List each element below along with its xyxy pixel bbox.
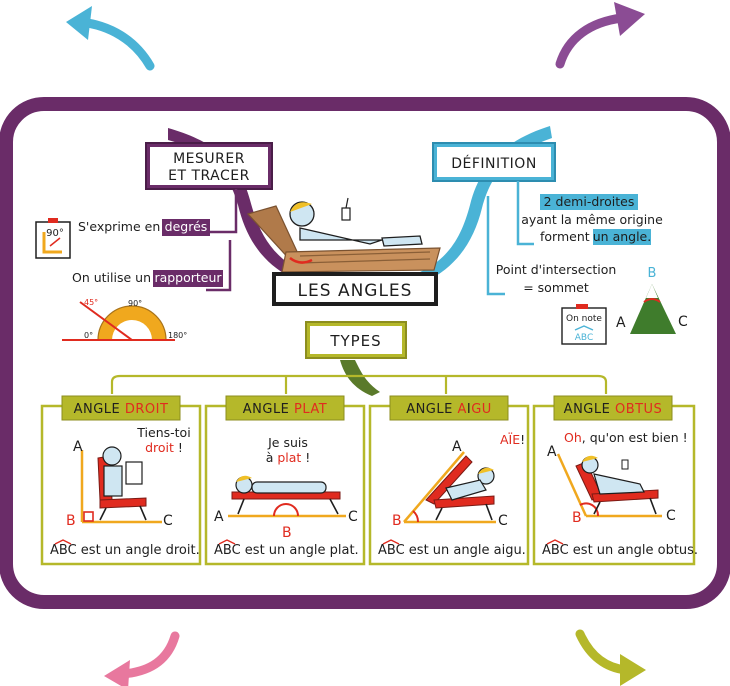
type-box-droit: ANGLE DROIT Tiens-toi droit ! A B C ABC … (40, 395, 202, 566)
type-box-plat: ANGLE PLAT Je suis à plat ! A B C ABC es… (204, 395, 366, 566)
definition-title: DÉFINITION (451, 155, 537, 172)
olive-arrow-icon[interactable] (575, 629, 646, 686)
type-obtus-bubble-post: , qu'on est bien ! (582, 430, 688, 445)
definition-point-line2: = sommet (523, 280, 589, 295)
svg-text:ANGLE DROIT: ANGLE DROIT (74, 402, 169, 417)
type-aigu-vertex-b: B (392, 513, 402, 529)
svg-text:à plat !: à plat ! (266, 450, 311, 465)
center-title: LES ANGLES (298, 281, 413, 301)
svg-text:AÏE!: AÏE! (500, 432, 525, 447)
type-obtus-title-pre: ANGLE (564, 402, 615, 417)
type-aigu-title-mid: I (467, 402, 471, 417)
type-aigu-title-hl2: GU (471, 402, 492, 417)
type-plat-caption-abc: ABC (214, 543, 241, 558)
svg-text:droit !: droit ! (145, 440, 183, 455)
type-plat-vertex-b: B (282, 525, 292, 541)
mountain-vertex-b: B (648, 266, 657, 281)
svg-text:ANGLE AIGU: ANGLE AIGU (406, 402, 492, 417)
type-aigu-bubble-hl: AÏE (500, 432, 520, 447)
center-title-group: LES ANGLES (272, 272, 438, 306)
central-deckchair-illustration (246, 197, 441, 273)
type-plat-bubble2-pre: à (266, 450, 278, 465)
type-droit-vertex-c: C (163, 513, 173, 529)
protractor-icon: 45° 90° 0° 180° (62, 298, 187, 341)
type-droit-caption: est un angle droit. (77, 543, 200, 558)
definition-point-line1: Point d'intersection (496, 262, 617, 277)
note-abc: ABC (575, 333, 593, 343)
square-90-label: 90° (46, 228, 64, 239)
type-obtus-title-hl1: O (615, 402, 626, 417)
svg-text:ANGLE PLAT: ANGLE PLAT (243, 402, 328, 417)
svg-text:ABC est un angle obtus.: ABC est un angle obtus. (542, 543, 698, 558)
svg-text:ANGLE OBTUS: ANGLE OBTUS (564, 402, 663, 417)
svg-text:Oh, qu'on est bien !: Oh, qu'on est bien ! (564, 430, 688, 445)
measure-line2-highlight: rapporteur (154, 270, 222, 285)
measure-line1-highlight: degrés (165, 219, 208, 234)
type-droit-title-pre: ANGLE (74, 402, 125, 417)
type-droit-caption-abc: ABC (50, 543, 77, 558)
type-box-obtus: ANGLE OBTUS Oh, qu'on est bien ! A B C A… (532, 395, 698, 566)
type-droit-title-hl: DROIT (125, 402, 169, 417)
svg-text:ABC est un angle plat.: ABC est un angle plat. (214, 543, 359, 558)
measure-line1-text: S'exprime en (78, 219, 160, 234)
mountain-vertex-c: C (678, 314, 688, 330)
definition-section: DÉFINITION 2 demi-droites ayant la même … (432, 142, 688, 345)
type-obtus-vertex-b: B (572, 510, 582, 526)
type-droit-vertex-b: B (66, 513, 76, 529)
protractor-90-label: 90° (128, 299, 142, 308)
type-plat-bubble2-post: ! (301, 450, 310, 465)
type-obtus-caption-abc: ABC (542, 543, 569, 558)
type-plat-bubble1: Je suis (267, 435, 308, 450)
svg-text:ABC est un angle aigu.: ABC est un angle aigu. (378, 543, 526, 558)
type-plat-vertex-a: A (214, 509, 224, 525)
type-aigu-vertex-a: A (452, 439, 462, 455)
square-90-icon: 90° (35, 218, 71, 259)
note-label: On note (566, 314, 602, 324)
type-aigu-bubble-post: ! (520, 432, 525, 447)
mountain-icon (630, 284, 676, 334)
pink-arrow-icon[interactable] (104, 631, 180, 686)
type-aigu-caption: est un angle aigu. (405, 543, 526, 558)
types-label-group: TYPES (305, 321, 407, 359)
type-obtus-vertex-a: A (547, 444, 557, 460)
type-plat-bubble2-hl: plat (277, 450, 301, 465)
type-plat-title-pre: ANGLE (243, 402, 294, 417)
type-aigu-title-pre: ANGLE (406, 402, 457, 417)
svg-text:ABC est un angle droit.: ABC est un angle droit. (50, 543, 200, 558)
definition-line3-highlight: un angle. (593, 229, 651, 244)
types-connectors (110, 374, 608, 394)
purple-arrow-icon[interactable] (555, 2, 645, 69)
definition-line3-text: forment (540, 229, 590, 244)
measure-title-line2: ET TRACER (168, 168, 250, 184)
type-aigu-title-hl1: A (457, 402, 466, 417)
type-box-aigu: ANGLE AIGU AÏE! A B C ABC est un angle a… (368, 395, 530, 566)
mountain-vertex-a: A (616, 315, 626, 331)
definition-line2: ayant la même origine (521, 212, 663, 227)
type-plat-title-hl: PLAT (294, 402, 327, 417)
protractor-180-label: 180° (168, 331, 187, 340)
measure-title-line1: MESURER (173, 151, 245, 167)
type-droit-bubble2-post: ! (174, 440, 183, 455)
types-label: TYPES (329, 332, 381, 350)
type-aigu-caption-abc: ABC (378, 543, 405, 558)
type-obtus-bubble-hl: Oh (564, 430, 582, 445)
type-obtus-title-hl2: BTUS (626, 402, 663, 417)
type-plat-vertex-c: C (348, 509, 358, 525)
protractor-45-label: 45° (84, 298, 98, 307)
type-obtus-caption: est un angle obtus. (569, 543, 698, 558)
definition-line1: 2 demi-droites (544, 194, 635, 209)
note-card: On note ABC (561, 304, 607, 345)
type-droit-bubble2-hl: droit (145, 440, 174, 455)
measure-line2-text: On utilise un (72, 270, 151, 285)
protractor-0-label: 0° (84, 331, 93, 340)
type-droit-vertex-a: A (73, 439, 83, 455)
measure-section: MESURER ET TRACER 90° S'exprime en degré… (35, 142, 273, 341)
blue-arrow-icon[interactable] (66, 6, 155, 71)
type-plat-caption: est un angle plat. (241, 543, 359, 558)
type-obtus-vertex-c: C (666, 508, 676, 524)
type-droit-bubble1: Tiens-toi (136, 425, 190, 440)
type-aigu-vertex-c: C (498, 513, 508, 529)
